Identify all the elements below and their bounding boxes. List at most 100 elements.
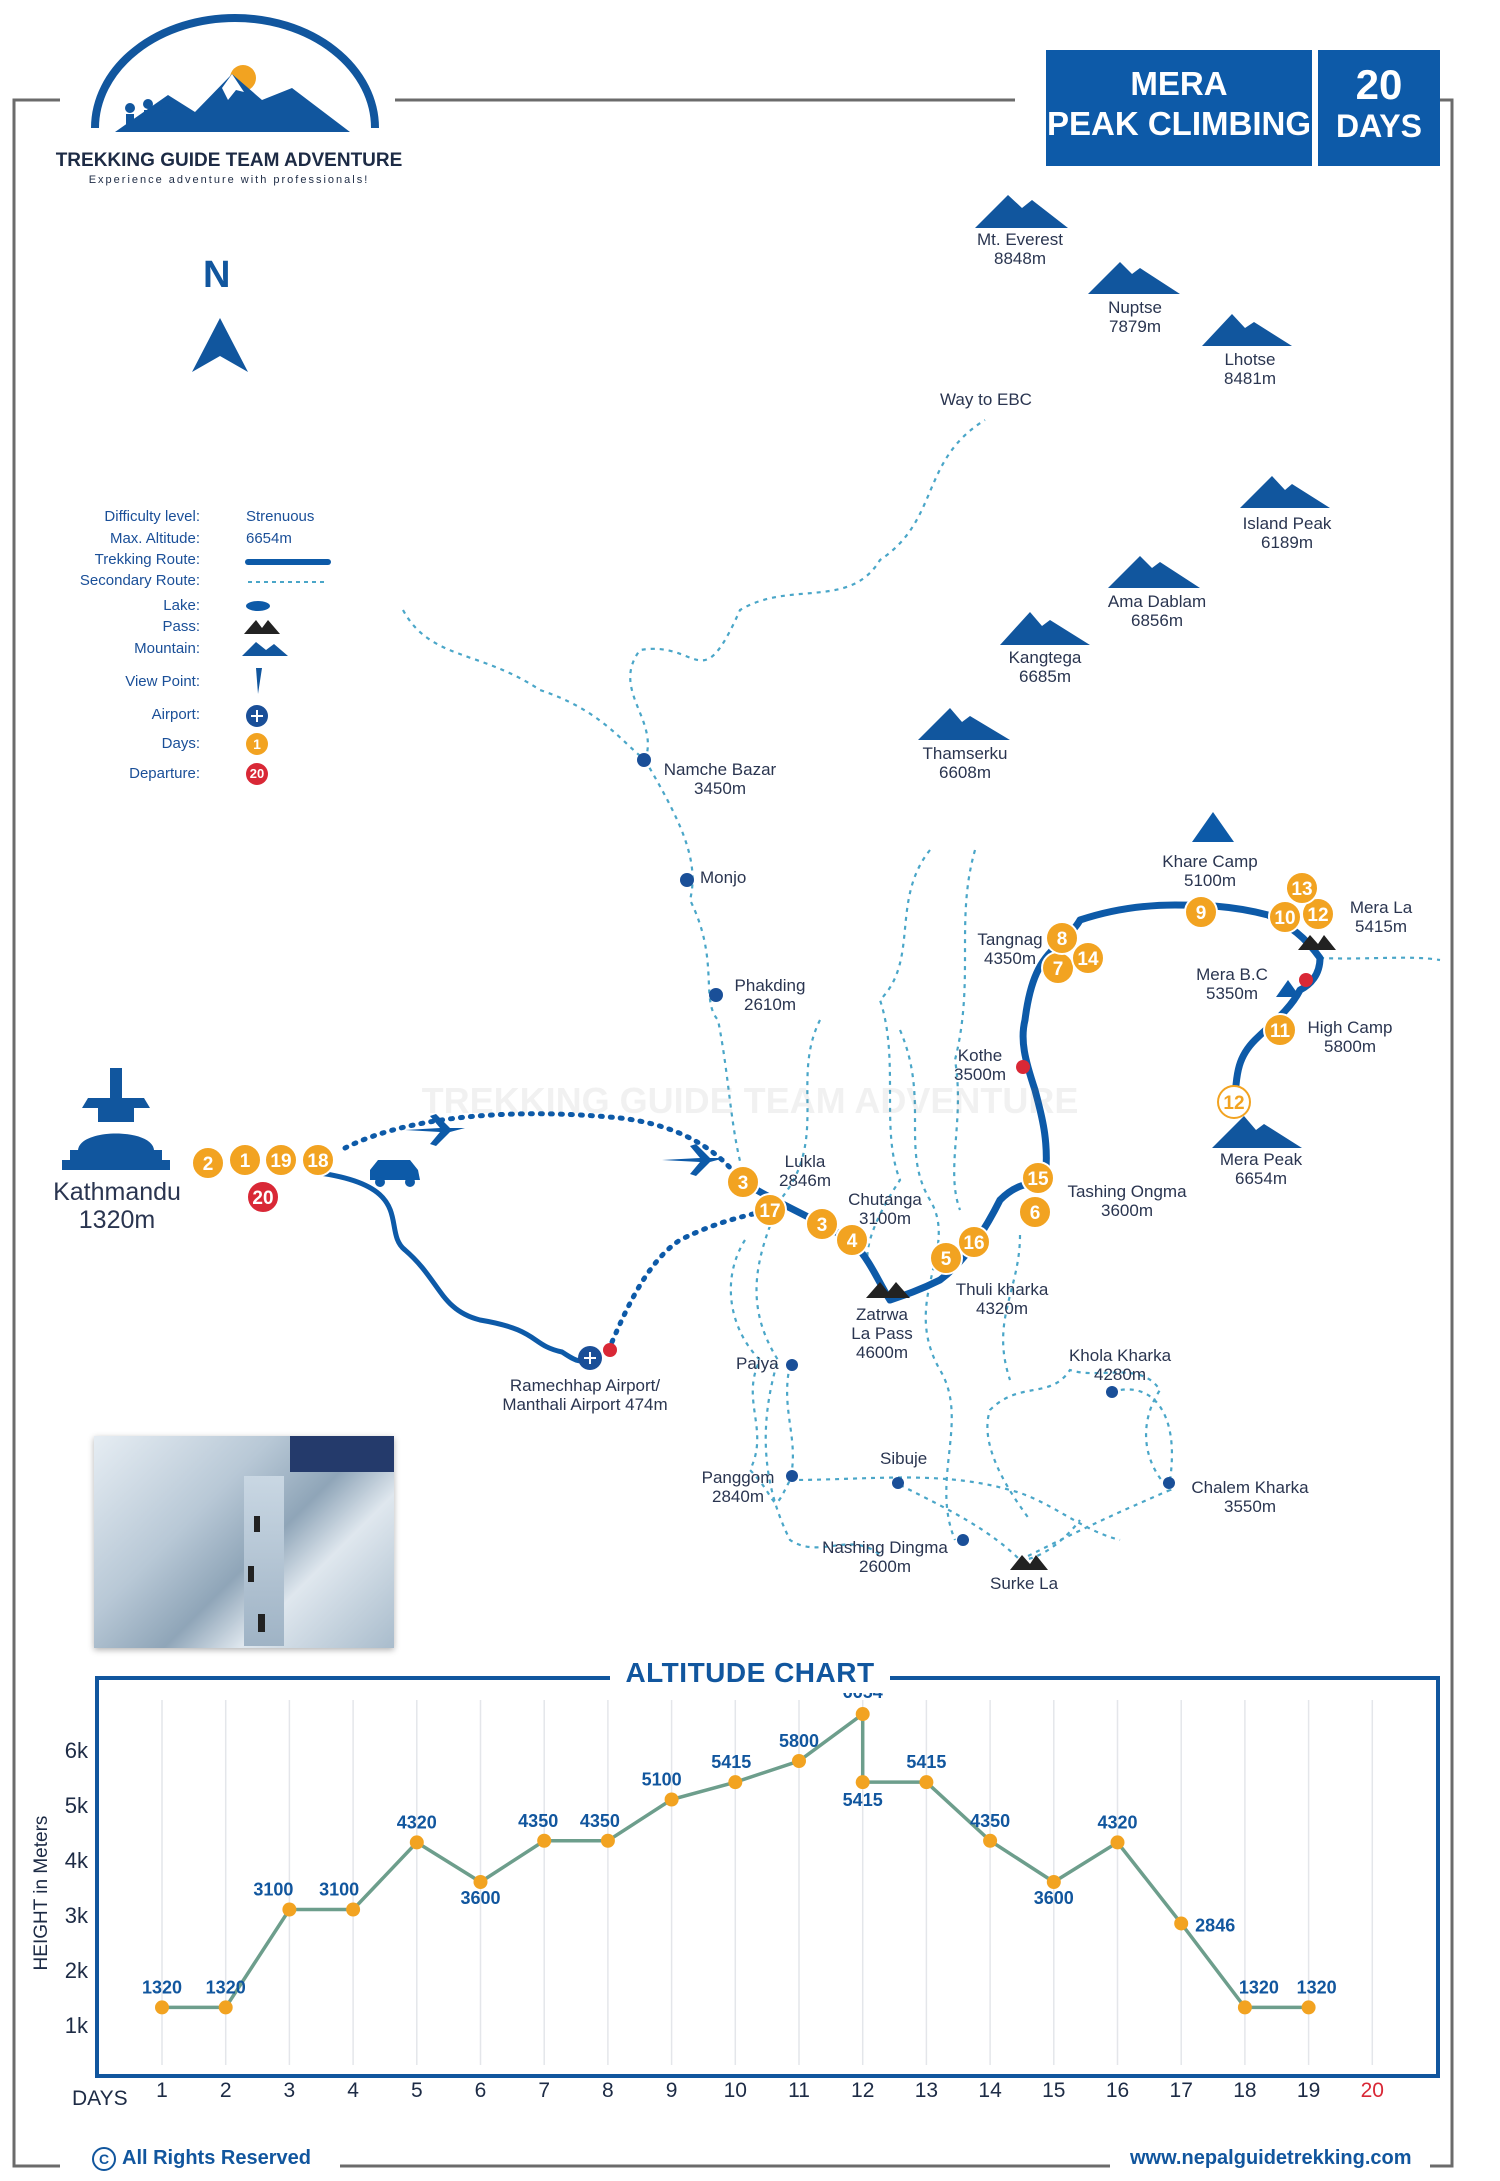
day-badge: 11 — [1263, 1013, 1297, 1047]
chart-data-label: 1320 — [1297, 1977, 1337, 1997]
legend-trekking-route: Trekking Route: — [94, 551, 200, 568]
chart-x-tick: 15 — [1042, 2079, 1065, 2102]
chart-x-tick: 10 — [724, 2079, 747, 2102]
title-box: MERA PEAK CLIMBING — [1046, 50, 1312, 166]
chart-point — [792, 1754, 806, 1768]
north-arrow-icon — [192, 318, 248, 372]
svg-text:11: 11 — [1270, 1021, 1291, 1042]
day-badge: 15 — [1021, 1161, 1055, 1195]
chart-x-tick: 5 — [411, 2079, 423, 2102]
svg-text:6: 6 — [1030, 1203, 1041, 1224]
chart-data-label: 1320 — [1239, 1977, 1279, 1997]
chart-x-tick: 19 — [1297, 2079, 1320, 2102]
chart-point — [1046, 1875, 1061, 1889]
day-badge: 17 — [753, 1193, 787, 1227]
zatrwa-pass-icon — [866, 1282, 910, 1298]
chart-series-line — [162, 1710, 1309, 2010]
mera-bc-tent-icon — [1276, 980, 1300, 997]
day-badge: 1 — [228, 1143, 262, 1177]
days-number: 20 — [1355, 61, 1403, 108]
stupa-icon — [62, 1068, 170, 1170]
chart-x-tick: 20 — [1361, 2079, 1384, 2102]
svg-text:13: 13 — [1291, 879, 1312, 900]
day-badge: 5 — [929, 1241, 963, 1275]
chart-x-tick: 11 — [788, 2079, 810, 2102]
chart-point — [919, 1775, 934, 1790]
chart-y-tick: 5k — [65, 1793, 89, 1818]
chart-xlabel: DAYS — [72, 2087, 128, 2110]
svg-text:16: 16 — [963, 1233, 984, 1254]
legend-graphics — [242, 559, 331, 727]
chart-x-tick: 14 — [978, 2079, 1002, 2102]
chart-data-label: 4350 — [518, 1811, 558, 1831]
svg-text:17: 17 — [759, 1201, 780, 1222]
chart-point — [409, 1835, 424, 1850]
chart-data-label: 4320 — [397, 1812, 437, 1832]
svg-text:19: 19 — [270, 1151, 291, 1172]
svg-text:10: 10 — [1274, 908, 1295, 929]
day-badge: 3 — [726, 1165, 760, 1199]
chart-x-tick: 7 — [538, 2079, 550, 2102]
mountain-icon — [242, 642, 288, 656]
svg-text:5: 5 — [941, 1249, 952, 1270]
chart-point — [855, 1775, 870, 1790]
transfer-routes — [311, 1111, 773, 1364]
day-badge: 8 — [1045, 921, 1079, 955]
day-badge: 12 — [1217, 1085, 1251, 1119]
chart-data-label: 1320 — [142, 1977, 182, 1997]
chart-y-tick: 1k — [65, 2013, 89, 2038]
copyright-icon: C — [92, 2147, 116, 2171]
chart-point — [155, 2000, 169, 2015]
chart-point — [1301, 2000, 1316, 2015]
mera-la-pass-icon — [1298, 935, 1336, 950]
view-point-icon — [256, 668, 262, 694]
day-badge: 7 — [1041, 951, 1075, 985]
label-surke-la: Surke La — [990, 1574, 1059, 1593]
climbing-photo — [94, 1436, 394, 1648]
chart-point — [1174, 1916, 1189, 1931]
footer-website[interactable]: www.nepalguidetrekking.com — [1124, 2147, 1418, 2170]
legend-altitude: Max. Altitude:6654m — [109, 530, 292, 547]
day-badge: 9 — [1184, 895, 1218, 929]
chart-x-tick: 9 — [666, 2079, 678, 2102]
plane-icon — [405, 1114, 465, 1146]
day-badge: 12 — [1301, 897, 1335, 931]
chart-data-label: 5415 — [906, 1752, 946, 1772]
label-monjo: Monjo — [700, 868, 747, 887]
khare-camp-tent-icon — [1192, 812, 1234, 842]
day-badge: 14 — [1071, 941, 1105, 975]
chart-x-tick: 8 — [602, 2079, 614, 2102]
chart-data-label: 3100 — [253, 1880, 293, 1900]
chart-point — [282, 1902, 297, 1917]
altitude-chart-title: ALTITUDE CHART — [610, 1657, 890, 1693]
lake-icon — [246, 601, 270, 611]
watermark: TREKKING GUIDE TEAM ADVENTURE — [421, 1080, 1079, 1121]
compass-label: N — [203, 254, 231, 296]
svg-text:1: 1 — [240, 1151, 251, 1172]
day-badge: 16 — [957, 1225, 991, 1259]
svg-text:7: 7 — [1053, 959, 1064, 980]
legend-difficulty: Difficulty level:Strenuous — [104, 508, 315, 525]
svg-text:9: 9 — [1196, 903, 1207, 924]
chart-data-label: 5415 — [711, 1752, 751, 1772]
chart-point — [1237, 2000, 1252, 2015]
surke-la-pass-icon — [1010, 1555, 1048, 1570]
chart-x-tick: 12 — [851, 2079, 874, 2102]
day-badge: 6 — [1018, 1195, 1052, 1229]
chart-data-label: 2846 — [1195, 1915, 1235, 1935]
